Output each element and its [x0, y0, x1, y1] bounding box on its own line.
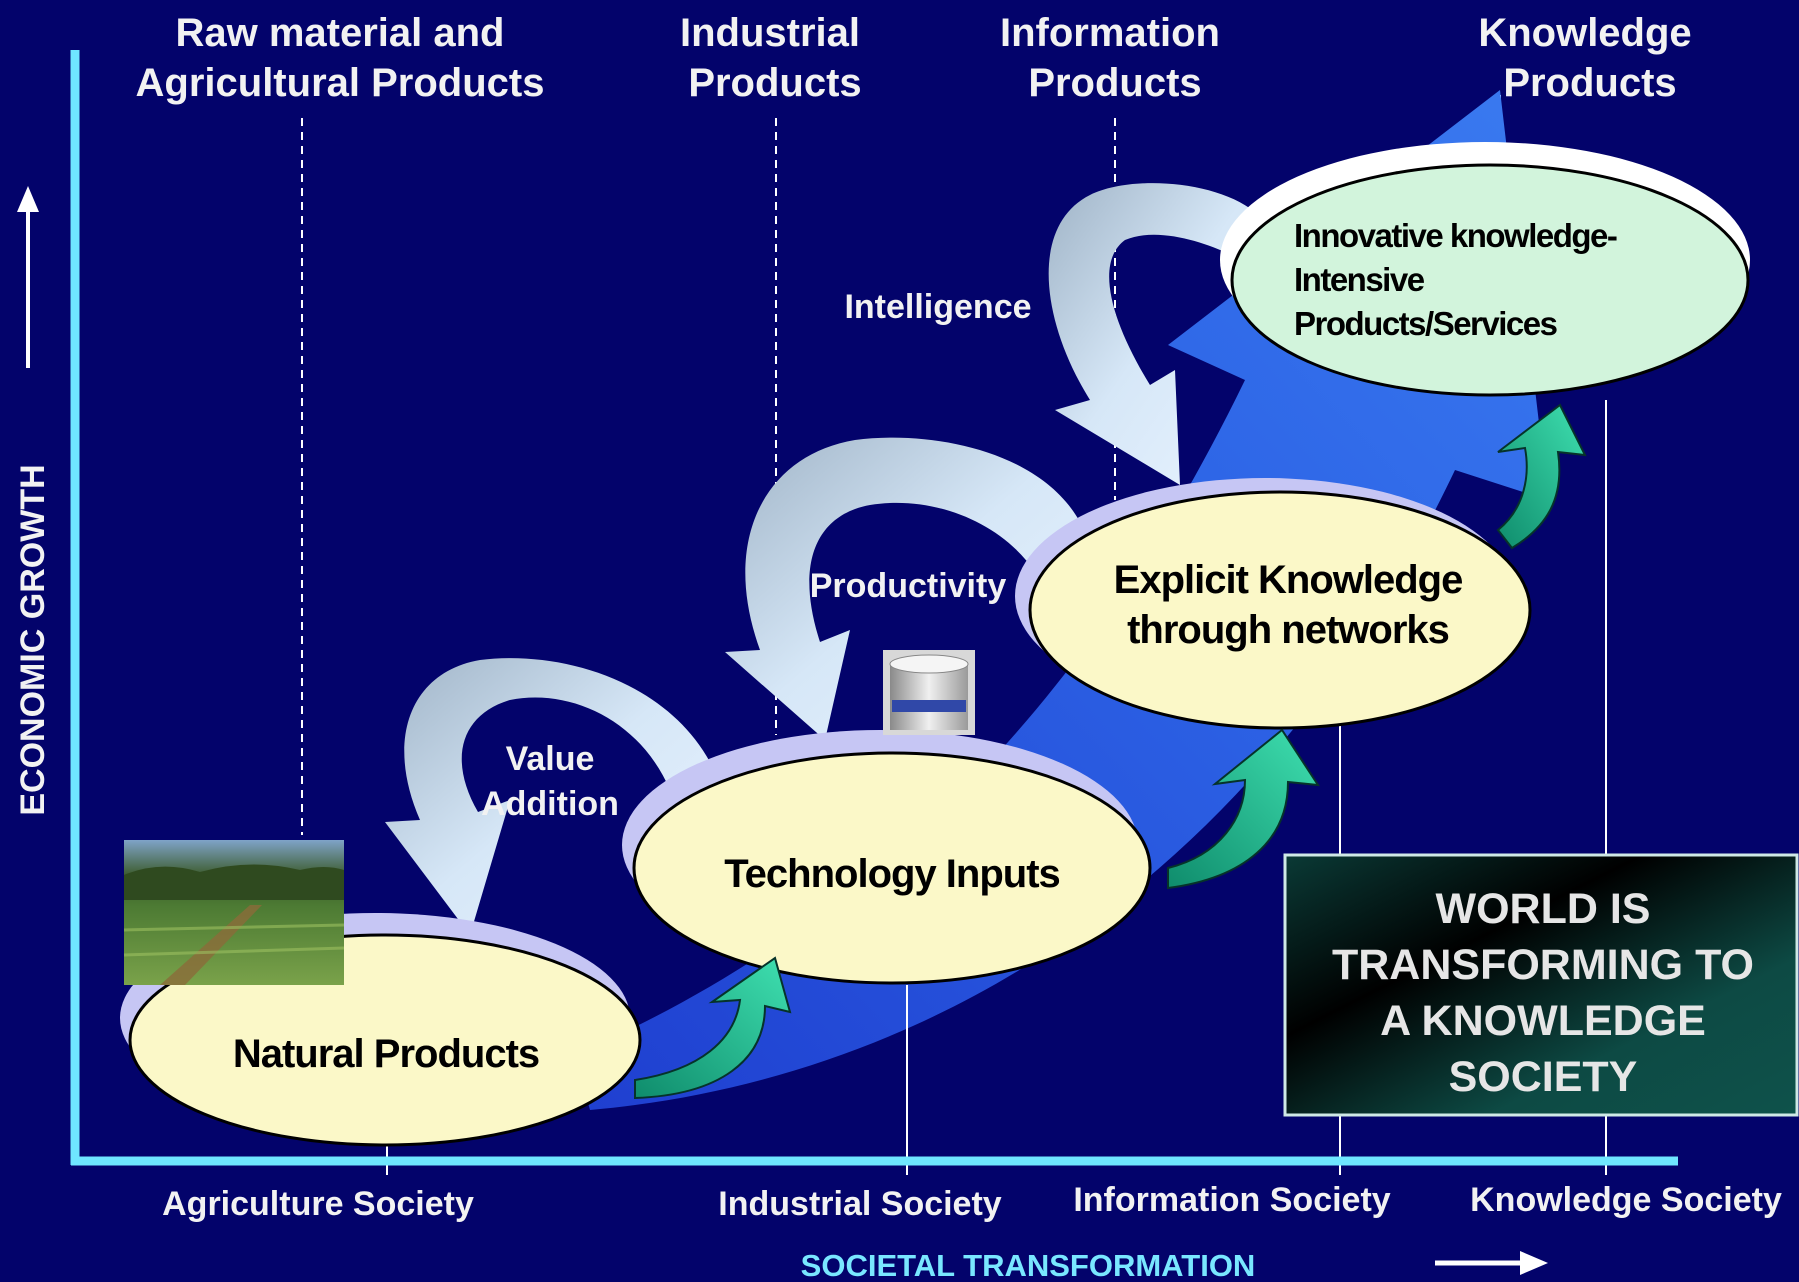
category-agricultural-line-1: Raw material and	[175, 11, 504, 55]
banner-line-4: SOCIETY	[1449, 1053, 1638, 1101]
banner-line-3: A KNOWLEDGE	[1380, 997, 1706, 1045]
y-axis-up-arrow-icon	[17, 186, 39, 368]
stage-innovative-label-line-3: Products/Services	[1294, 305, 1557, 342]
flow-value-addition-line-2: Addition	[481, 785, 619, 823]
banner-line-2: TRANSFORMING TO	[1332, 941, 1754, 989]
flow-productivity: Productivity	[810, 567, 1007, 605]
stage-explicit-knowledge-label-line-2: through networks	[1127, 608, 1449, 652]
stage-explicit-knowledge-label-line-1: Explicit Knowledge	[1114, 558, 1463, 602]
category-industrial-line-2: Products	[688, 61, 861, 105]
y-axis-label: ECONOMIC GROWTH	[14, 464, 52, 815]
category-industrial-line-1: Industrial	[680, 11, 860, 55]
society-agriculture-label: Agriculture Society	[162, 1185, 474, 1223]
banner-line-1: WORLD IS	[1436, 885, 1651, 933]
flow-value-addition-line-1: Value	[506, 740, 595, 778]
productivity-arrow	[725, 437, 1080, 740]
society-industrial-label: Industrial Society	[718, 1185, 1001, 1223]
oval-explicit-knowledge	[1015, 478, 1532, 730]
stage-technology-inputs-label: Technology Inputs	[724, 852, 1060, 896]
step-arrow-1	[634, 956, 792, 1100]
step-arrow-3	[1496, 403, 1587, 550]
step-arrow-2	[1167, 728, 1320, 890]
product-category-headers: Raw material and Agricultural Products I…	[136, 11, 1692, 105]
flow-intelligence: Intelligence	[844, 288, 1031, 326]
x-axis-label: SOCIETAL TRANSFORMATION	[801, 1248, 1256, 1282]
oval-innovative-knowledge	[1220, 142, 1750, 397]
society-knowledge-label: Knowledge Society	[1470, 1181, 1782, 1219]
stage-natural-products-label: Natural Products	[233, 1032, 539, 1076]
category-agricultural-line-2: Agricultural Products	[136, 61, 545, 105]
category-knowledge-line-2: Products	[1503, 61, 1676, 105]
stage-innovative-label-line-2: Intensive	[1294, 261, 1425, 298]
category-information-line-2: Products	[1028, 61, 1201, 105]
value-addition-arrow	[385, 658, 710, 935]
society-information-label: Information Society	[1073, 1181, 1390, 1219]
x-axis-right-arrow-icon	[1435, 1251, 1548, 1275]
axes	[70, 50, 1678, 1166]
category-knowledge-line-1: Knowledge	[1478, 11, 1691, 55]
stage-innovative-label-line-1: Innovative knowledge-	[1294, 217, 1617, 254]
world-transforming-banner: WORLD IS TRANSFORMING TO A KNOWLEDGE SOC…	[1283, 853, 1799, 1117]
rice-field-photo	[123, 840, 345, 985]
oval-technology-inputs	[622, 730, 1152, 985]
intelligence-arrow	[1048, 183, 1255, 485]
oval-natural-products	[120, 913, 642, 1147]
category-information-line-1: Information	[1000, 11, 1220, 55]
product-can-photo	[883, 650, 975, 735]
